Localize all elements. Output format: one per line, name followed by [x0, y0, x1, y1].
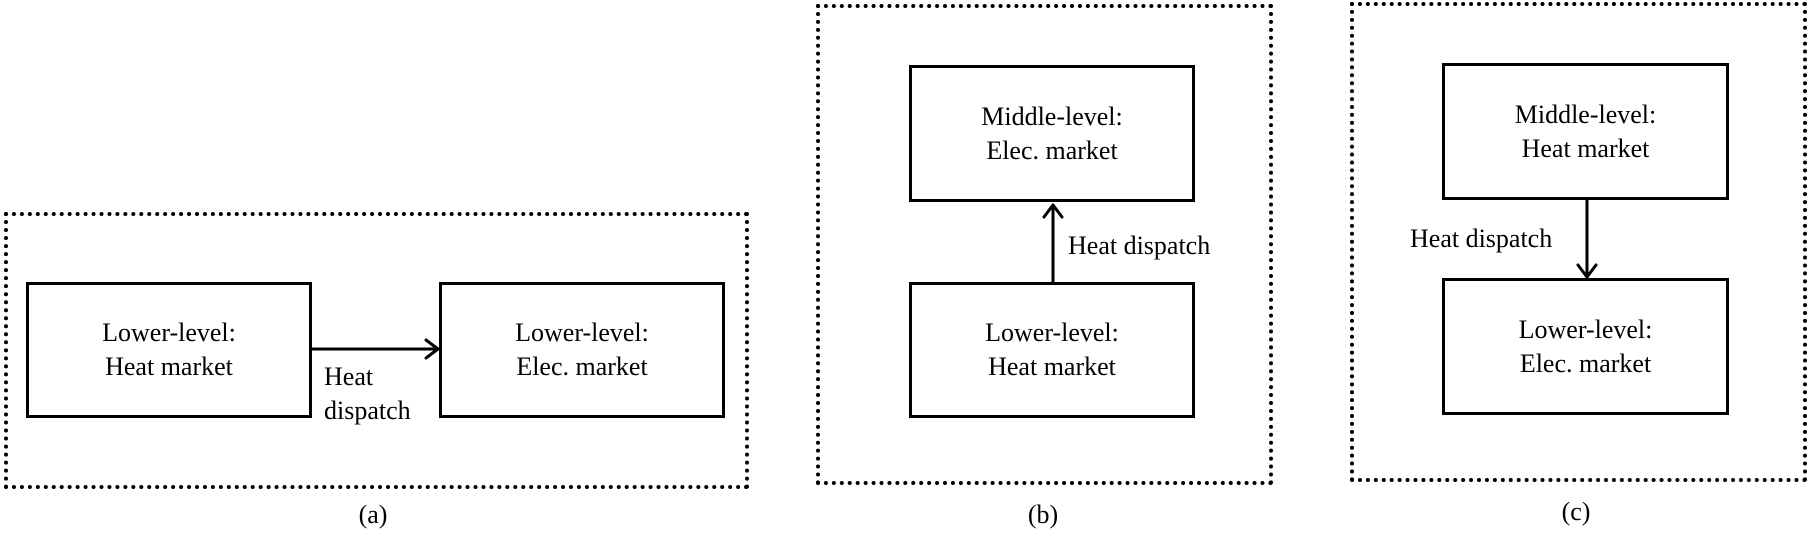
panel-a-caption: (a): [358, 500, 388, 529]
edge-label-line-2: dispatch: [324, 396, 411, 425]
node-line-2: Heat market: [1521, 133, 1650, 163]
panel-b-frame: [816, 4, 1273, 485]
panel-b-elec-market-node: Middle-level: Elec. market: [909, 65, 1195, 202]
node-line-1: Lower-level:: [1518, 314, 1653, 344]
panel-c-heat-market-node: Middle-level: Heat market: [1442, 63, 1729, 200]
node-line-1: Middle-level:: [1514, 99, 1657, 129]
node-line-2: Elec. market: [516, 352, 648, 381]
node-line-1: Lower-level:: [102, 318, 236, 347]
node-line-1: Lower-level:: [515, 318, 649, 347]
panel-a-heat-market-node: Lower-level: Heat market: [26, 282, 312, 418]
panel-b-edge-label: Heat dispatch: [1068, 231, 1211, 260]
node-line-1: Middle-level:: [981, 101, 1123, 131]
panel-c-caption: (c): [1561, 497, 1591, 526]
node-line-2: Elec. market: [1519, 348, 1652, 378]
node-line-2: Heat market: [105, 352, 233, 381]
panel-c-elec-market-node: Lower-level: Elec. market: [1442, 278, 1729, 415]
node-line-2: Heat market: [988, 352, 1116, 381]
panel-a-frame: [4, 212, 749, 489]
panel-a-elec-market-node: Lower-level: Elec. market: [439, 282, 725, 418]
panel-b-caption: (b): [1027, 500, 1059, 529]
panel-c-frame: [1350, 2, 1807, 482]
panel-b-heat-market-node: Lower-level: Heat market: [909, 282, 1195, 418]
node-line-1: Lower-level:: [985, 318, 1119, 347]
panel-c-edge-label: Heat dispatch: [1410, 224, 1553, 253]
edge-label-line-1: Heat: [324, 362, 374, 391]
node-line-2: Elec. market: [986, 135, 1118, 165]
panel-a-edge-label: Heat dispatch: [324, 360, 411, 428]
